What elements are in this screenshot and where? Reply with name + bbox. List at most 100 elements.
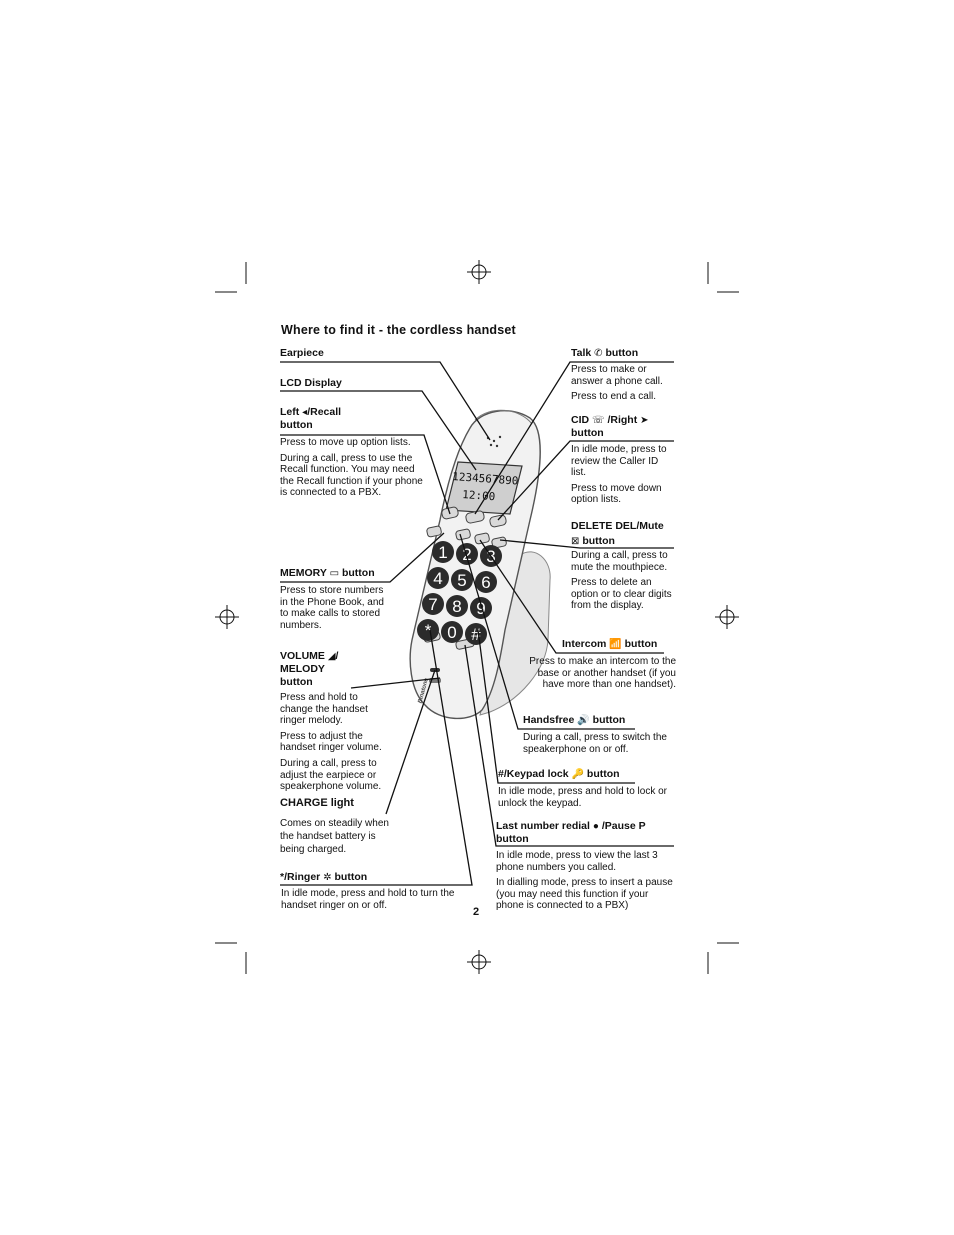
left-recall-label: Left ◂/Recall button — [280, 406, 430, 432]
volume-desc-2: Press to adjust the handset ringer volum… — [280, 730, 382, 754]
cid-desc-2: Press to move down option lists. — [571, 482, 662, 506]
registration-mark-right — [715, 605, 739, 629]
cid-button-word: button — [571, 427, 604, 439]
redial-icon: ● — [592, 821, 599, 832]
intercom-label-text: Intercom — [562, 638, 607, 650]
keypad-key-9 — [470, 597, 492, 619]
left-recall-desc-2: During a call, press to use the Recall f… — [280, 452, 423, 499]
ringer-icon: ✲ — [323, 872, 332, 883]
left-recall-desc-1: Press to move up option lists. — [280, 437, 411, 448]
redial-pause-label: Last number redial ● /Pause P button — [496, 820, 676, 846]
ringer-label-text: */Ringer — [280, 871, 321, 883]
keypad-key-0 — [441, 621, 463, 643]
redial-desc-2: In dialling mode, press to insert a paus… — [496, 877, 673, 912]
lcd-display-label: LCD Display — [280, 377, 342, 389]
keypad-key-6 — [475, 571, 497, 593]
keypad-lock-label: #/Keypad lock 🔑 button — [498, 768, 620, 781]
keypad-key-1 — [432, 541, 454, 563]
delete-button-word: button — [582, 535, 615, 547]
keypad-key-label: 0 — [447, 623, 456, 642]
keypad-key-5 — [451, 569, 473, 591]
left-arrow-icon: ◂ — [302, 407, 308, 418]
memory-desc-1: Press to store numbers in the Phone Book… — [280, 585, 384, 631]
crop-marks — [215, 262, 739, 974]
lcd-screen — [445, 461, 523, 515]
handsfree-desc-1: During a call, press to switch the speak… — [523, 732, 667, 755]
memory-description: Press to store numbers in the Phone Book… — [280, 585, 392, 635]
talk-label: Talk ✆ button — [571, 347, 638, 360]
intercom-description: Press to make an intercom to the base or… — [528, 656, 676, 695]
earpiece-label: Earpiece — [280, 347, 324, 359]
redial-description: In idle mode, press to view the last 3 p… — [496, 850, 676, 916]
registration-mark-bottom — [467, 950, 491, 974]
memory-label-text: MEMORY — [280, 567, 327, 579]
handsfree-label: Handsfree 🔊 button — [523, 714, 625, 727]
delete-mute-label: DELETE DEL/Mute ⊠ button — [571, 519, 675, 549]
keypad-key-label: 6 — [481, 573, 490, 592]
page-title: Where to find it - the cordless handset — [281, 323, 516, 337]
caller-id-icon: ☏ — [592, 415, 605, 426]
cid-label-text: CID — [571, 414, 590, 426]
handset-icon: ✆ — [594, 348, 603, 359]
delete-desc-1: During a call, press to mute the mouthpi… — [571, 550, 668, 573]
ringer-desc-1: In idle mode, press and hold to turn the… — [281, 888, 455, 911]
keypad-key-2 — [456, 543, 478, 565]
redial-desc-1: In idle mode, press to view the last 3 p… — [496, 850, 658, 873]
keypad-lock-label-text: #/Keypad lock — [498, 768, 569, 780]
volume-icon: ◢ — [327, 651, 336, 662]
redial-button-word: button — [496, 833, 529, 845]
recall-label-text: /Recall — [307, 406, 342, 418]
intercom-icon: 📶 — [609, 639, 622, 650]
ringer-button-word: button — [334, 871, 368, 883]
speaker-icon: 🔊 — [577, 715, 590, 726]
volume-button-word: button — [280, 676, 313, 688]
delete-description: During a call, press to mute the mouthpi… — [571, 550, 677, 616]
book-icon: ▭ — [329, 568, 340, 579]
keypad-key-4 — [427, 567, 449, 589]
volume-desc-1: Press and hold to change the handset rin… — [280, 692, 368, 727]
lcd-time: 12:00 — [462, 488, 496, 503]
delete-label-text: DELETE DEL/Mute — [571, 520, 664, 532]
keypad-key-hash — [465, 623, 487, 645]
volume-melody-label: VOLUME ◢/ MELODY button — [280, 650, 370, 689]
ringer-description: In idle mode, press and hold to turn the… — [281, 888, 459, 915]
intercom-label: Intercom 📶 button — [562, 638, 657, 651]
left-recall-description: Press to move up option lists. During a … — [280, 437, 428, 503]
keypad-key-label: 7 — [428, 595, 437, 614]
ringer-label: */Ringer ✲ button — [280, 871, 367, 884]
charge-desc-1: Comes on steadily when the handset batte… — [280, 818, 389, 855]
keypad-lock-description: In idle mode, press and hold to lock or … — [498, 786, 676, 813]
cid-description: In idle mode, press to review the Caller… — [571, 444, 671, 510]
handsfree-description: During a call, press to switch the speak… — [523, 732, 671, 759]
charge-light-description: Comes on steadily when the handset batte… — [280, 817, 398, 860]
page-number: 2 — [473, 906, 480, 918]
cid-right-label: CID ☏ /Right ➤ button — [571, 414, 675, 440]
cid-desc-1: In idle mode, press to review the Caller… — [571, 444, 667, 479]
charge-light-label: CHARGE light — [280, 797, 354, 809]
talk-desc-2: Press to end a call. — [571, 391, 657, 403]
talk-button-word: button — [605, 347, 639, 359]
keypad-lock-button-word: button — [586, 768, 620, 780]
keypad-key-8 — [446, 595, 468, 617]
talk-desc-1: Press to make or answer a phone call. — [571, 364, 663, 387]
pause-label-text: /Pause P — [601, 820, 646, 832]
keypad-key-label: 9 — [476, 599, 485, 618]
keypad-lock-desc-1: In idle mode, press and hold to lock or … — [498, 786, 667, 809]
keypad-key-label: # — [471, 625, 481, 644]
volume-description: Press and hold to change the handset rin… — [280, 692, 390, 797]
handsfree-button-word: button — [592, 714, 626, 726]
keypad-key-star — [417, 619, 439, 641]
right-arrow-icon: ➤ — [640, 415, 649, 426]
charger-base — [479, 551, 551, 716]
keypad-key-label: 4 — [433, 569, 442, 588]
keypad-key-label: 1 — [438, 543, 447, 562]
leader-lines — [280, 361, 674, 886]
keypad-key-7 — [422, 593, 444, 615]
intercom-button-word: button — [624, 638, 658, 650]
registration-mark-top — [467, 260, 491, 284]
registration-mark-left — [215, 605, 239, 629]
keypad-key-label: * — [425, 621, 432, 640]
melody-label-text: MELODY — [280, 663, 325, 675]
delete-desc-2: Press to delete an option or to clear di… — [571, 577, 672, 612]
